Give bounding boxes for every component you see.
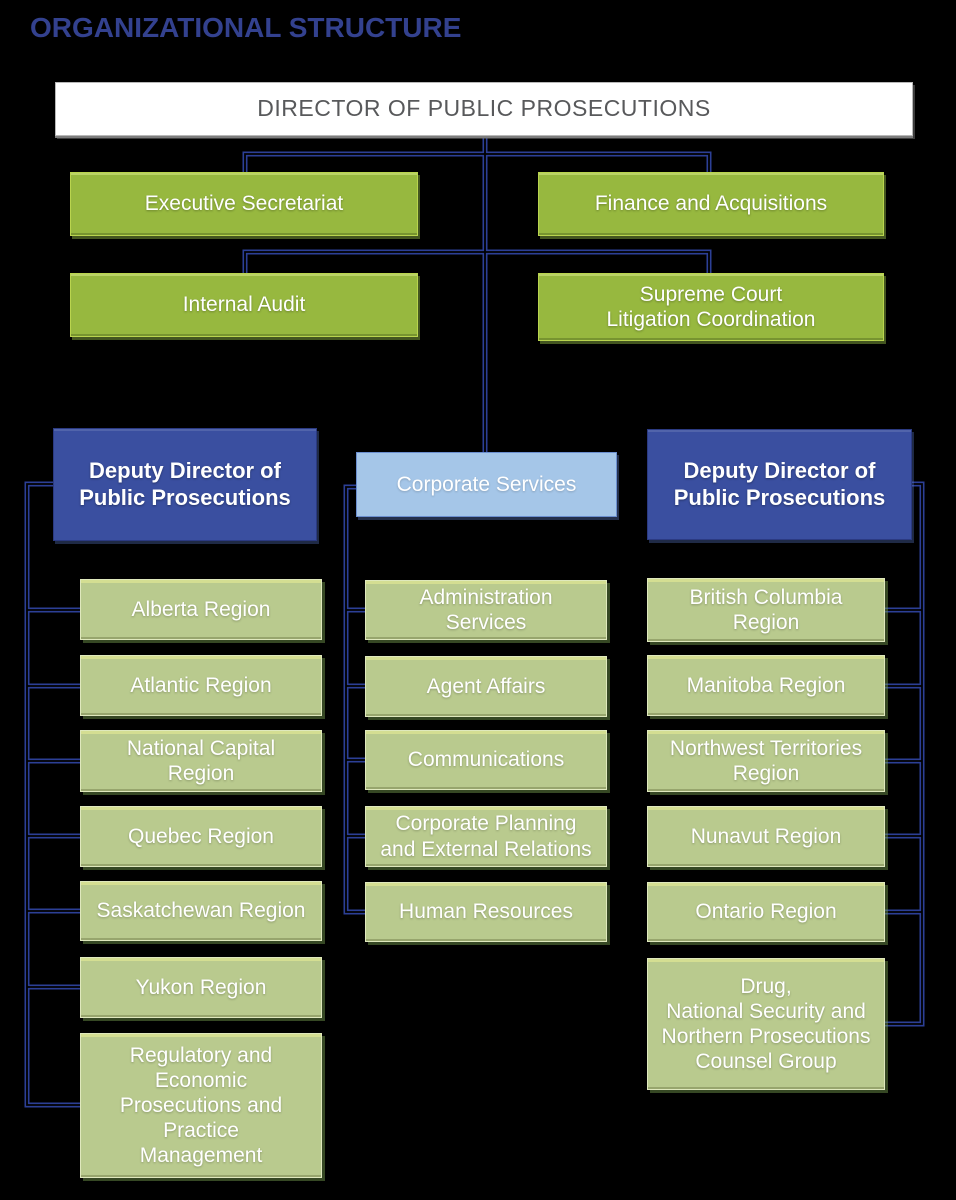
node-british-columbia-region: British Columbia Region — [647, 578, 885, 642]
page-title: ORGANIZATIONAL STRUCTURE — [30, 12, 462, 43]
node-regulatory-economic-prosecutions: Regulatory and Economic Prosecutions and… — [80, 1033, 322, 1178]
node-executive-secretariat: Executive Secretariat — [70, 172, 418, 236]
node-drug-national-security-counsel-group: Drug, National Security and Northern Pro… — [647, 958, 885, 1090]
node-national-capital-region: National Capital Region — [80, 730, 322, 792]
node-internal-audit: Internal Audit — [70, 273, 418, 337]
node-corporate-planning-external-relations: Corporate Planning and External Relation… — [365, 806, 607, 867]
node-supreme-court-litigation-coordination: Supreme Court Litigation Coordination — [538, 273, 884, 341]
node-nunavut-region: Nunavut Region — [647, 806, 885, 867]
node-deputy-director-right: Deputy Director of Public Prosecutions — [647, 429, 912, 540]
node-director-of-public-prosecutions: DIRECTOR OF PUBLIC PROSECUTIONS — [55, 82, 913, 136]
node-corporate-services: Corporate Services — [356, 452, 617, 517]
node-yukon-region: Yukon Region — [80, 957, 322, 1018]
node-human-resources: Human Resources — [365, 882, 607, 942]
node-agent-affairs: Agent Affairs — [365, 656, 607, 717]
node-manitoba-region: Manitoba Region — [647, 655, 885, 716]
node-finance-and-acquisitions: Finance and Acquisitions — [538, 172, 884, 236]
node-deputy-director-left: Deputy Director of Public Prosecutions — [53, 428, 317, 541]
node-communications: Communications — [365, 730, 607, 790]
node-administration-services: Administration Services — [365, 580, 607, 640]
node-northwest-territories-region: Northwest Territories Region — [647, 730, 885, 792]
node-ontario-region: Ontario Region — [647, 882, 885, 942]
node-atlantic-region: Atlantic Region — [80, 655, 322, 716]
node-alberta-region: Alberta Region — [80, 579, 322, 640]
node-saskatchewan-region: Saskatchewan Region — [80, 881, 322, 941]
node-quebec-region: Quebec Region — [80, 806, 322, 867]
